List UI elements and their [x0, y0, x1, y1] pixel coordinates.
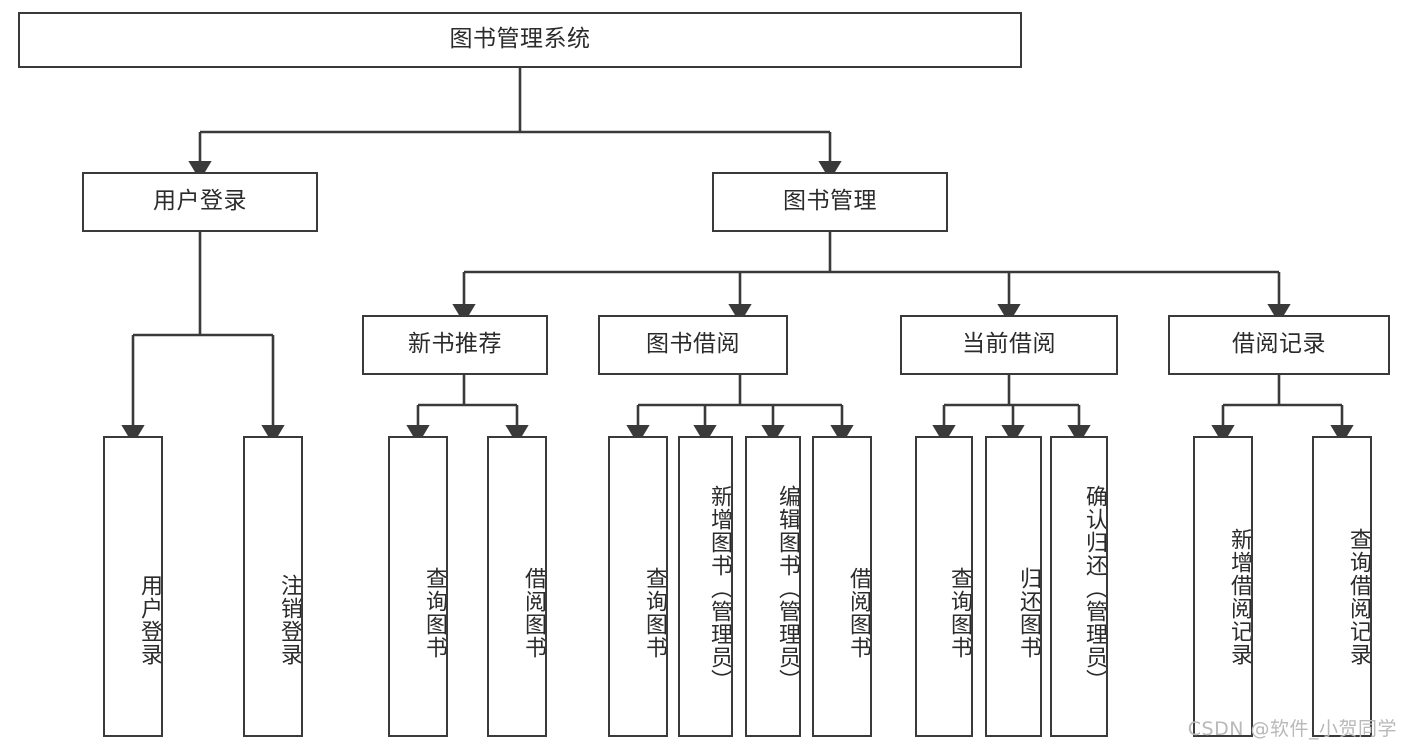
node-borrow-record-label: 借阅记录 [1232, 331, 1326, 358]
node-book-borrow-label: 图书借阅 [646, 331, 740, 358]
node-leaf-edit-book-admin[interactable]: 编辑图书（管理员） [745, 436, 801, 737]
node-leaf-user-login-label: 用户登录 [137, 573, 162, 666]
node-leaf-borrow-book-2-label: 借阅图书 [846, 566, 871, 659]
node-root[interactable]: 图书管理系统 [18, 12, 1022, 68]
node-leaf-edit-book-admin-label: 编辑图书（管理员） [775, 485, 800, 692]
node-leaf-query-borrow-record[interactable]: 查询借阅记录 [1312, 436, 1372, 737]
node-leaf-borrow-book-1[interactable]: 借阅图书 [487, 436, 547, 737]
node-user-login[interactable]: 用户登录 [82, 172, 318, 232]
node-book-manage[interactable]: 图书管理 [712, 172, 948, 232]
node-leaf-add-book-admin-label: 新增图书（管理员） [707, 485, 732, 692]
csdn-watermark: CSDN @软件_小贺同学 [1187, 718, 1397, 740]
node-leaf-confirm-return-admin-label: 确认归还（管理员） [1082, 485, 1107, 692]
node-current-borrow[interactable]: 当前借阅 [900, 315, 1118, 375]
node-leaf-user-login[interactable]: 用户登录 [103, 436, 163, 737]
node-leaf-query-book-2[interactable]: 查询图书 [608, 436, 668, 737]
node-leaf-logout-label: 注销登录 [277, 573, 302, 666]
node-leaf-return-book[interactable]: 归还图书 [985, 436, 1042, 737]
node-new-book-recommend-label: 新书推荐 [408, 331, 502, 358]
node-leaf-logout[interactable]: 注销登录 [243, 436, 303, 737]
node-leaf-return-book-label: 归还图书 [1016, 566, 1041, 659]
node-leaf-add-borrow-record[interactable]: 新增借阅记录 [1193, 436, 1253, 737]
node-leaf-confirm-return-admin[interactable]: 确认归还（管理员） [1050, 436, 1108, 737]
node-book-manage-label: 图书管理 [783, 188, 877, 215]
node-leaf-add-book-admin[interactable]: 新增图书（管理员） [678, 436, 733, 737]
node-leaf-query-book-3-label: 查询图书 [947, 566, 972, 659]
node-leaf-borrow-book-1-label: 借阅图书 [521, 566, 546, 659]
node-leaf-query-borrow-record-label: 查询借阅记录 [1346, 527, 1371, 666]
node-user-login-label: 用户登录 [153, 188, 247, 215]
node-book-borrow[interactable]: 图书借阅 [598, 315, 788, 375]
node-new-book-recommend[interactable]: 新书推荐 [362, 315, 548, 375]
node-current-borrow-label: 当前借阅 [962, 331, 1056, 358]
node-leaf-query-book-2-label: 查询图书 [642, 566, 667, 659]
node-root-label: 图书管理系统 [449, 26, 591, 53]
node-borrow-record[interactable]: 借阅记录 [1168, 315, 1390, 375]
node-leaf-add-borrow-record-label: 新增借阅记录 [1227, 527, 1252, 666]
node-leaf-query-book-3[interactable]: 查询图书 [915, 436, 973, 737]
node-leaf-borrow-book-2[interactable]: 借阅图书 [812, 436, 872, 737]
node-leaf-query-book-1[interactable]: 查询图书 [388, 436, 448, 737]
node-leaf-query-book-1-label: 查询图书 [422, 566, 447, 659]
